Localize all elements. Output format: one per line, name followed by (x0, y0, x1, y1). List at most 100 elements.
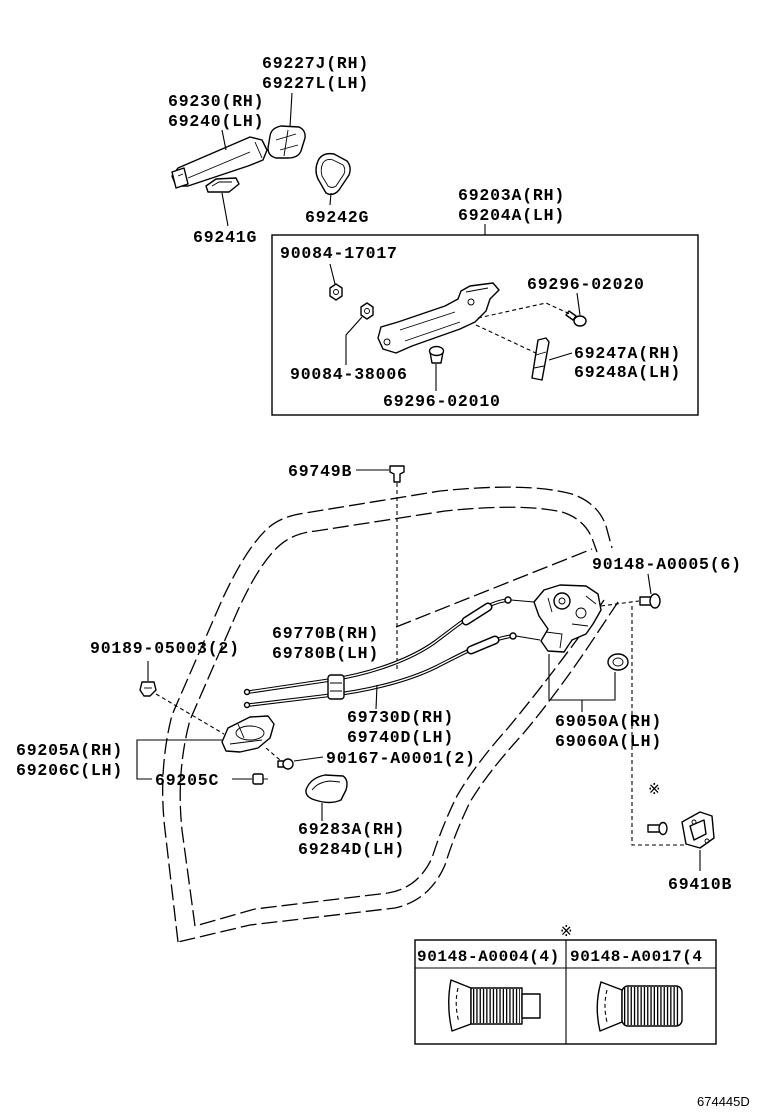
assembly-dash-line (475, 324, 539, 355)
leader-line (221, 129, 227, 151)
front-pad (205, 177, 240, 193)
door-rear-edge (177, 601, 619, 943)
leader-bracket (548, 654, 616, 712)
door-striker-hole (704, 838, 710, 844)
table-reference-mark: ※ (560, 922, 573, 940)
assembly-dash-line (477, 302, 571, 319)
cable-end-link (510, 599, 541, 641)
label-lock-cable-rh: 69730D(RH) (347, 708, 454, 727)
door-lock-detail (545, 595, 597, 649)
handle-rod-detail (533, 351, 547, 369)
leader-line (221, 192, 229, 227)
leader-line (375, 684, 378, 710)
label-screw-rear: 69296-02020 (527, 275, 645, 294)
screw-left-head (448, 979, 472, 1032)
label-lock-cable-lh: 69740D(LH) (347, 728, 454, 747)
leader-line (329, 263, 336, 285)
label-cable-rh: 69770B(RH) (272, 624, 379, 643)
striker-reference-mark: ※ (648, 780, 661, 798)
cable-end (243, 688, 251, 696)
outside-handle-group: 69227J(RH) 69227L(LH) 69230(RH) 69240(LH… (168, 54, 369, 247)
striker-screw-head (658, 821, 668, 836)
top-clip (389, 465, 405, 483)
handle-screw-head (282, 758, 294, 770)
door-lock-hole (575, 607, 587, 619)
label-frame-rh: 69203A(RH) (458, 186, 565, 205)
door-outline-inner (179, 506, 598, 927)
table-header-left: 90148-A0004(4) (417, 948, 560, 966)
illustration-code: 674445D (697, 1094, 750, 1109)
cable-end (509, 632, 517, 640)
label-rod-lh: 69248A(LH) (574, 363, 681, 382)
door-rear-edge-inner (194, 599, 605, 927)
leader-line (293, 756, 324, 762)
screw-right-head-detail (604, 989, 608, 1023)
cable-sleeve-inner (463, 604, 491, 624)
screw-left-tip (521, 993, 541, 1019)
lock-bumper (607, 653, 629, 671)
lock-screw-head (649, 593, 661, 609)
label-handle-screw: 90167-A0001(2) (326, 749, 476, 768)
label-striker: 69410B (668, 875, 732, 894)
inside-handle (221, 715, 275, 753)
lower-nut-hole (364, 308, 370, 314)
leader-line (329, 192, 332, 206)
cable-end (504, 596, 512, 604)
lower-nut (360, 302, 374, 320)
leader-line (647, 573, 652, 595)
label-nut-lower: 90084-38006 (290, 365, 408, 384)
handle-frame-hole (467, 298, 475, 306)
label-top-clip: 69749B (288, 462, 352, 481)
lock-bumper-inner (612, 657, 624, 667)
label-handle-clip: 90189-05003(2) (90, 639, 240, 658)
cable-clamp (327, 674, 345, 700)
rear-screw-head (573, 315, 587, 327)
inside-handle-lever (235, 725, 265, 741)
leader-line (548, 352, 573, 361)
table-header-right: 90148-A0017(4 (570, 948, 703, 966)
door-belt-line (395, 548, 593, 628)
cable-end (243, 701, 251, 709)
label-bezel-lh: 69284D(LH) (298, 840, 405, 859)
handle-clip (139, 681, 157, 697)
frame-assembly-box (271, 234, 699, 416)
cable-clamp-detail (330, 682, 342, 692)
front-pad-detail (211, 181, 232, 187)
label-handle-cover-lh: 69227L(LH) (262, 74, 369, 93)
assembly-dash-line (600, 600, 640, 607)
handle-bezel (305, 774, 348, 804)
front-screw-head (428, 345, 445, 357)
handle-frame-detail (399, 287, 489, 342)
screw-table: ※ 90148-A0004(4) 90148-A0017(4 (414, 922, 717, 1045)
handle-frame-hole (383, 338, 391, 346)
label-lock-screw: 90148-A0005(6) (592, 555, 742, 574)
leader-line (289, 92, 293, 128)
label-handle-cap: 69205C (155, 771, 219, 790)
handle-bezel-detail (311, 780, 341, 791)
outside-handle-detail (177, 141, 263, 179)
door-lock (533, 584, 602, 653)
rear-gasket-inner (320, 158, 346, 188)
label-screw-front: 69296-02010 (383, 392, 501, 411)
leader-bracket (136, 739, 222, 780)
cable-sleeve-inner (468, 637, 498, 653)
leader-line (345, 316, 363, 365)
handle-frame-group: 69203A(RH) 69204A(LH) 90084-17017 69296-… (271, 186, 699, 416)
handle-cap (252, 773, 264, 785)
door-striker-bracket (689, 819, 707, 841)
label-rod-rh: 69247A(RH) (574, 344, 681, 363)
assembly-dash-line (631, 606, 684, 846)
handle-rod (531, 337, 550, 381)
door-lock-latch-center (558, 597, 566, 605)
label-lock-lh: 69060A(LH) (555, 732, 662, 751)
leader-line (576, 292, 581, 316)
label-outside-handle-lh: 69240(LH) (168, 112, 264, 131)
handle-cover-detail (275, 129, 299, 157)
label-frame-lh: 69204A(LH) (458, 206, 565, 225)
door-lock-group: 69749B 69770B(RH) 69780B(LH) 69730D(RH) … (16, 462, 742, 943)
label-bezel-rh: 69283A(RH) (298, 820, 405, 839)
handle-frame (377, 282, 500, 354)
inside-handle-detail (229, 723, 263, 745)
upper-nut (329, 283, 343, 301)
label-inside-handle-lh: 69206C(LH) (16, 761, 123, 780)
